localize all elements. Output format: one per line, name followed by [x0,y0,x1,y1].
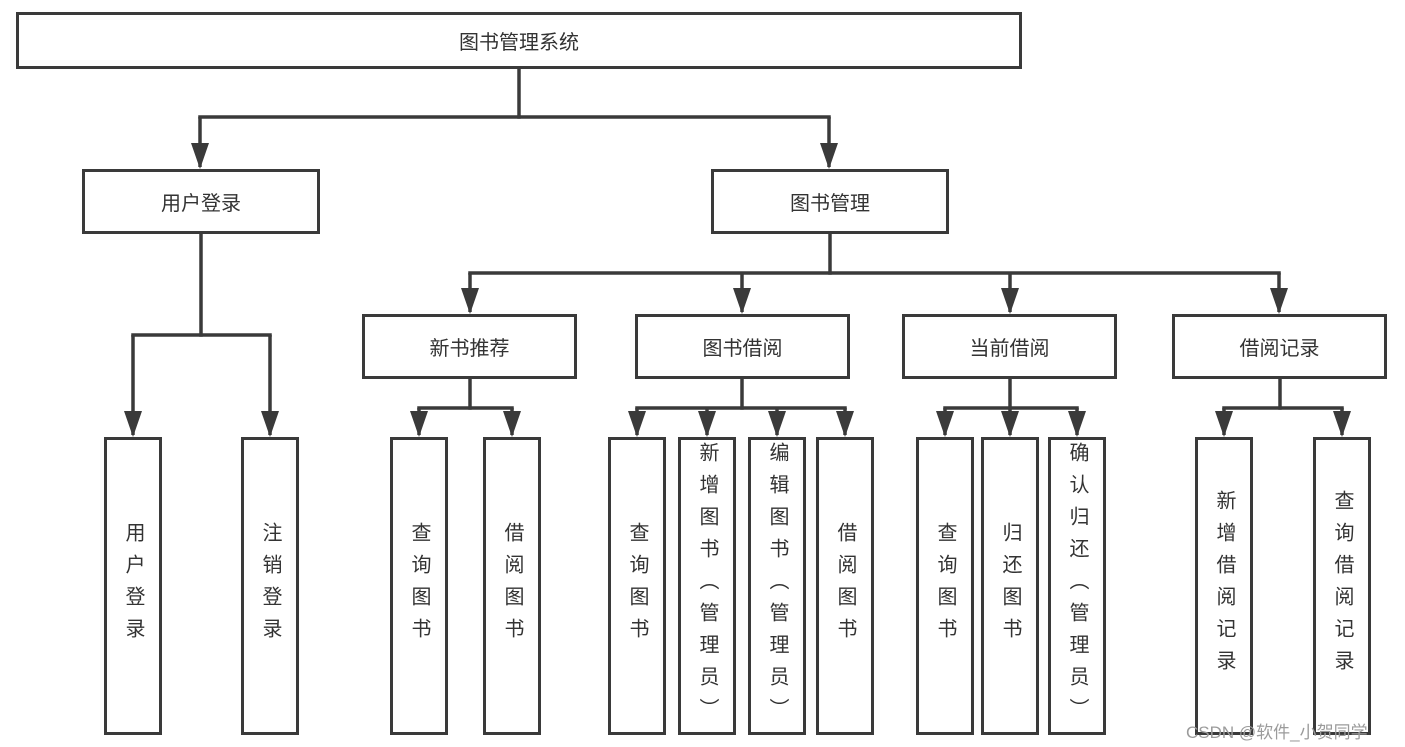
node-new-book-recommend: 新书推荐 [362,314,577,379]
node-current-borrow-label: 当前借阅 [969,338,1050,360]
connector-borrow-records [1215,374,1351,437]
leaf-add-books-admin: 新增图书（管理员） [678,437,736,735]
csdn-watermark: CSDN @软件_小贺同学 [1186,723,1368,742]
node-book-borrow: 图书借阅 [635,314,850,379]
leaf-return-books-label: 归还图书 [999,522,1021,650]
leaf-user-login-label: 用户登录 [122,522,144,650]
leaf-user-login: 用户登录 [104,437,162,735]
connector-book-management [461,229,1288,314]
leaf-return-books: 归还图书 [981,437,1039,735]
node-user-login-label: 用户登录 [161,193,241,215]
leaf-add-borrow-record-label: 新增借阅记录 [1213,490,1235,682]
leaf-recommend-borrow-books-label: 借阅图书 [501,522,523,650]
node-book-borrow-label: 图书借阅 [702,338,783,360]
connector-user-login [124,229,279,437]
connector-current-borrow [936,374,1086,437]
leaf-borrow-query-books: 查询图书 [608,437,666,735]
leaf-borrow-books-label: 借阅图书 [834,522,856,650]
leaf-add-books-admin-label: 新增图书（管理员） [696,442,718,730]
leaf-recommend-query-books-label: 查询图书 [408,522,430,650]
connector-root [191,64,838,169]
leaf-query-borrow-record: 查询借阅记录 [1313,437,1371,735]
leaf-logout: 注销登录 [241,437,299,735]
leaf-edit-books-admin: 编辑图书（管理员） [748,437,806,735]
node-book-management: 图书管理 [711,169,949,234]
leaf-current-query-books-label: 查询图书 [934,522,956,650]
node-book-management-label: 图书管理 [790,193,870,215]
leaf-borrow-query-books-label: 查询图书 [626,522,648,650]
node-root: 图书管理系统 [16,12,1022,69]
leaf-recommend-query-books: 查询图书 [390,437,448,735]
leaf-current-query-books: 查询图书 [916,437,974,735]
leaf-confirm-return-admin-label: 确认归还（管理员） [1066,442,1088,730]
leaf-query-borrow-record-label: 查询借阅记录 [1331,490,1353,682]
node-new-book-recommend-label: 新书推荐 [429,338,510,360]
node-current-borrow: 当前借阅 [902,314,1117,379]
leaf-edit-books-admin-label: 编辑图书（管理员） [766,442,788,730]
leaf-recommend-borrow-books: 借阅图书 [483,437,541,735]
connector-new-book-recommend [410,374,521,437]
leaf-logout-label: 注销登录 [259,522,281,650]
node-user-login: 用户登录 [82,169,320,234]
leaf-add-borrow-record: 新增借阅记录 [1195,437,1253,735]
leaf-confirm-return-admin: 确认归还（管理员） [1048,437,1106,735]
node-borrow-records-label: 借阅记录 [1239,338,1320,360]
node-root-label: 图书管理系统 [459,32,579,54]
leaf-borrow-books: 借阅图书 [816,437,874,735]
node-borrow-records: 借阅记录 [1172,314,1387,379]
connector-book-borrow [628,374,854,437]
